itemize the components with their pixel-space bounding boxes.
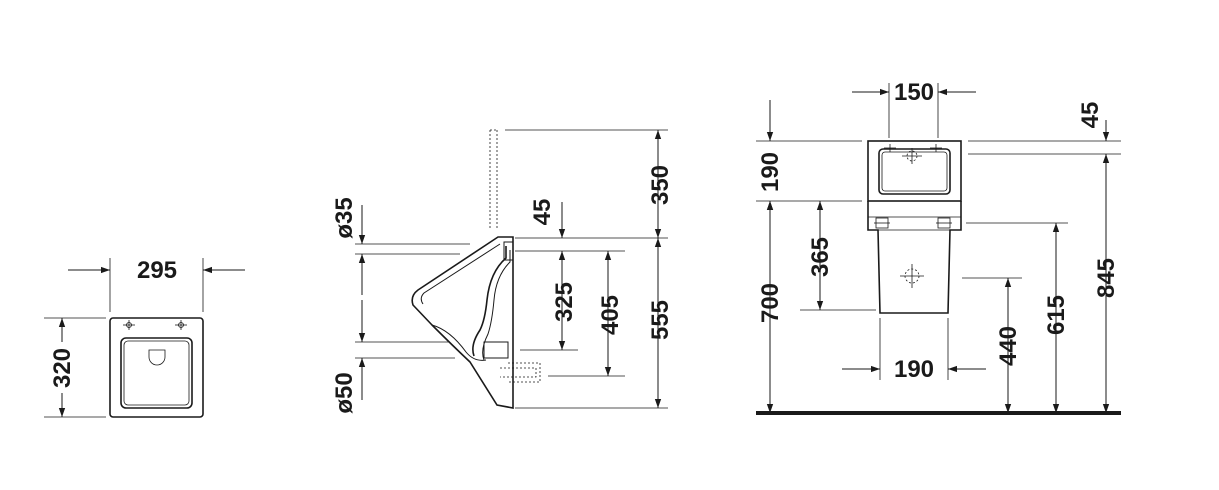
body-fixing-marks <box>874 217 952 229</box>
dim-bowl-height: 700 <box>757 283 784 323</box>
front-bowl <box>120 337 193 409</box>
dim-bottom-width: 190 <box>894 356 934 383</box>
dim-inlet-diameter: ø35 <box>331 197 358 238</box>
dim-total-depth: 555 <box>647 300 674 340</box>
supply-pipe <box>489 129 498 228</box>
outlet-pipe-inner <box>500 367 537 378</box>
installation-view: 150 45 190 365 700 190 440 615 845 <box>756 79 1121 415</box>
front-outline <box>109 317 204 418</box>
dim-pipe-above: 350 <box>647 165 674 205</box>
urinal-body <box>411 236 514 409</box>
dim-front-width: 295 <box>137 257 177 284</box>
cistern-box <box>867 140 962 202</box>
dim-inlet-to-outlet: 325 <box>551 282 578 322</box>
dim-inlet-offset: 45 <box>529 199 556 226</box>
dim-front-height: 320 <box>49 348 76 388</box>
urinal-bowl-curve <box>431 324 487 361</box>
outlet-pipe <box>508 362 541 383</box>
dim-inlet-to-bottom-outlet: 405 <box>597 295 624 335</box>
cistern-inner <box>878 148 951 195</box>
inlet-connector <box>503 241 514 261</box>
urinal-inner-wall <box>472 246 507 357</box>
dim-top-width: 150 <box>894 79 934 106</box>
dim-outlet-height: 440 <box>995 326 1022 366</box>
dim-fixing-height: 365 <box>807 237 834 277</box>
dim-outlet-diameter: ø50 <box>331 372 358 413</box>
dim-top-offset: 45 <box>1077 102 1104 129</box>
cistern-fixing-marks <box>884 144 942 164</box>
urinal-inner-wall-2 <box>482 250 511 361</box>
side-view: ø35 ø50 45 325 405 350 555 <box>331 129 674 414</box>
outlet-connector <box>483 341 509 359</box>
dim-fixing-height-floor: 615 <box>1043 295 1070 335</box>
front-fixing-holes <box>123 320 187 330</box>
front-bowl-inner <box>123 340 190 406</box>
urinal-rim <box>420 243 501 305</box>
dim-cistern-height: 190 <box>757 152 784 192</box>
dim-total-height: 845 <box>1093 258 1120 298</box>
front-drain <box>148 349 166 366</box>
front-view: 295 320 <box>44 257 245 418</box>
